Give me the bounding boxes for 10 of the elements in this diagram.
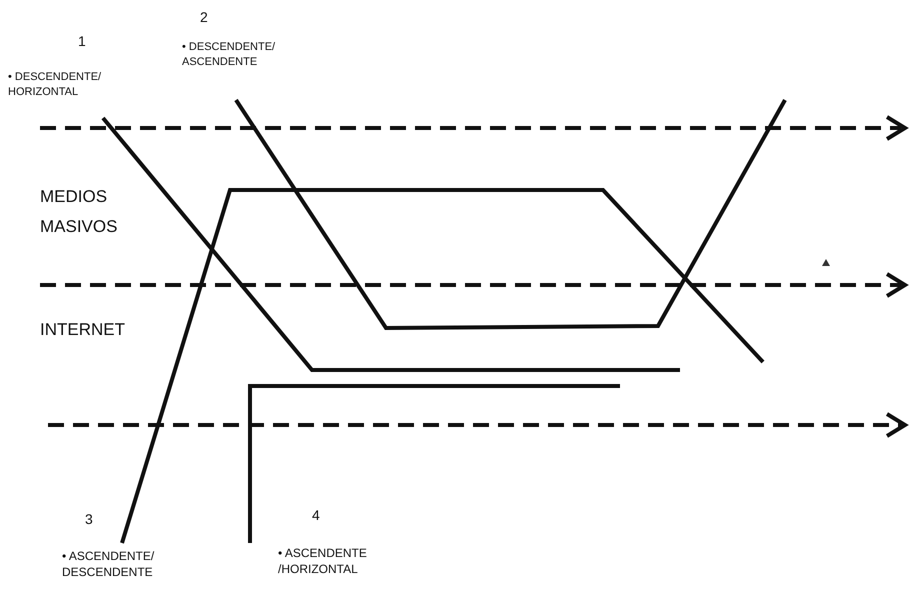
trajectory-label: • DESCENDENTE/ HORIZONTAL [8,70,102,100]
callout-number: 3 [85,511,94,528]
callout-number: 4 [312,507,321,524]
trajectory-label: • ASCENDENTE /HORIZONTAL [278,545,368,578]
trajectory-label: • ASCENDENTE/ DESCENDENTE [62,548,156,580]
callout-number: 2 [200,9,209,26]
trajectory-label: • DESCENDENTE/ ASCENDENTE [182,40,276,70]
band-label: INTERNET [40,320,126,340]
band-label: MEDIOS MASIVOS [40,186,118,238]
callout-number: 1 [78,33,87,50]
